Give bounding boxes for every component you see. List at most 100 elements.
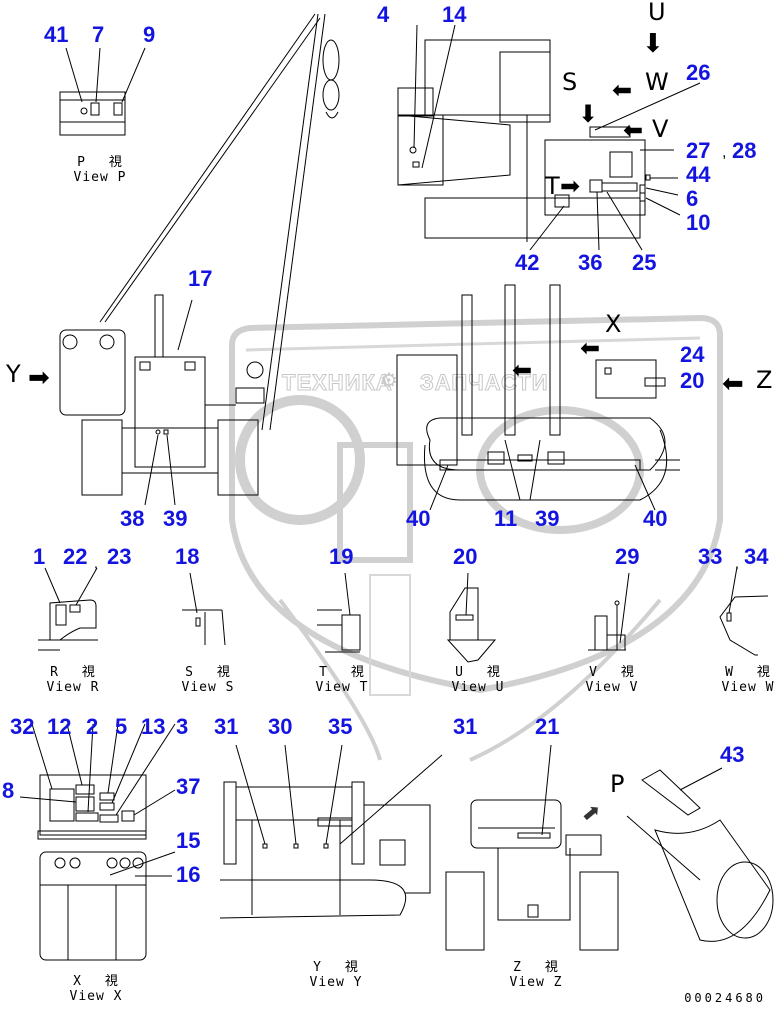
caption-view-v: V 視 View V [572,665,652,695]
callout-40-left: 40 [406,506,431,531]
callout-11: 11 [494,506,518,531]
view-marker-u: U [648,0,666,26]
callout-27: 27 [686,138,711,163]
callout-13: 13 [141,714,166,739]
callout-24: 24 [680,342,705,367]
callout-43: 43 [720,742,745,767]
caption-view-t-en: View T [315,680,369,695]
caption-view-t-jp: T 視 [319,665,365,680]
callout-15: 15 [176,828,201,853]
arrow-s-icon: ⬅ [612,77,633,104]
view-marker-y: Y [6,360,21,388]
view-p-drawing [60,48,145,135]
callout-10: 10 [686,210,711,235]
arrow-y-icon: ➡ [28,362,50,392]
view-marker-x: X [605,310,622,338]
arrow-z-icon: ⬅ [722,368,744,398]
caption-view-v-en: View V [585,680,639,695]
arrow-x-icon: ⬅ [580,335,601,362]
caption-view-p: P 視 View P [60,155,140,185]
view-marker-v: V [652,115,669,143]
callout-14: 14 [442,2,467,27]
main-machine-side [397,285,680,510]
view-s-drawing [182,573,225,645]
callout-29: 29 [615,544,640,569]
callout-9: 9 [143,22,156,47]
caption-view-u-en: View U [451,680,505,695]
view-t-drawing [317,573,360,652]
callout-32: 32 [10,714,35,739]
callout-16: 16 [176,862,201,887]
caption-view-y: Y 視 View Y [296,960,376,990]
view-w-drawing [720,567,768,655]
caption-view-z: Z 視 View Z [496,960,576,990]
callout-22: 22 [63,544,88,569]
callout-40-right: 40 [643,506,668,531]
caption-view-z-en: View Z [509,975,563,990]
callout-34: 34 [744,544,769,569]
callout-19: 19 [329,544,354,569]
callout-3: 3 [176,714,189,739]
detail-43-drawing [627,768,773,941]
comma-separator: , [722,144,727,161]
callout-8: 8 [2,778,15,803]
caption-view-r: R 視 View R [33,665,113,695]
callout-7: 7 [92,22,105,47]
arrow-side-icon: ⬅ [512,357,533,384]
comma-separator-w: , [735,555,739,571]
caption-view-y-en: View Y [309,975,363,990]
view-marker-z: Z [756,366,773,394]
callout-20-side: 20 [680,368,705,393]
view-y-drawing [220,745,442,918]
callout-20-u: 20 [453,544,478,569]
caption-view-x: X 視 View X [56,974,136,1004]
callout-35: 35 [328,714,353,739]
callout-39-right: 39 [535,506,560,531]
callout-18: 18 [175,544,200,569]
caption-view-p-en: View P [73,170,127,185]
arrow-u-icon: ⬇ [642,28,664,58]
arrow-v-icon: ⬅ [623,117,644,144]
callout-42: 42 [515,250,540,275]
watermark-text-right: ЗАПЧАСТИ [420,370,549,396]
callout-26: 26 [686,60,711,85]
front-machine [60,295,264,505]
caption-view-x-en: View X [69,989,123,1004]
view-r-drawing [38,568,98,650]
caption-view-w-en: View W [721,680,775,695]
callout-25: 25 [632,250,657,275]
view-u-drawing [448,573,495,662]
caption-view-s-en: View S [181,680,235,695]
callout-30: 30 [268,714,293,739]
callout-21: 21 [535,714,560,739]
caption-view-w: W 視 View W [708,665,778,695]
view-z-drawing [446,745,618,950]
caption-view-z-jp: Z 視 [513,960,559,975]
top-view-drawing [398,25,700,250]
callout-6: 6 [686,186,699,211]
view-x-drawing [20,724,175,960]
callout-28: 28 [732,138,757,163]
comma-separator-r: , [94,555,98,571]
callout-5: 5 [115,714,128,739]
view-marker-w: W [645,68,669,96]
caption-view-x-jp: X 視 [73,974,119,989]
caption-view-u-jp: U 視 [455,665,501,680]
callout-31-left: 31 [214,714,239,739]
document-number: 00024680 [684,991,766,1005]
caption-view-w-jp: W 視 [725,665,771,680]
crane-boom [100,14,339,430]
caption-view-s: S 視 View S [168,665,248,695]
view-marker-p: P [610,770,625,798]
gear-icon: ⚙ [380,370,398,392]
callout-33: 33 [698,544,723,569]
callout-12: 12 [47,714,72,739]
callout-39-left: 39 [163,506,188,531]
callout-4: 4 [377,2,390,27]
caption-view-u: U 視 View U [438,665,518,695]
arrow-w-icon: ⬇ [578,101,599,128]
caption-view-r-en: View R [46,680,100,695]
caption-view-r-jp: R 視 [50,665,96,680]
